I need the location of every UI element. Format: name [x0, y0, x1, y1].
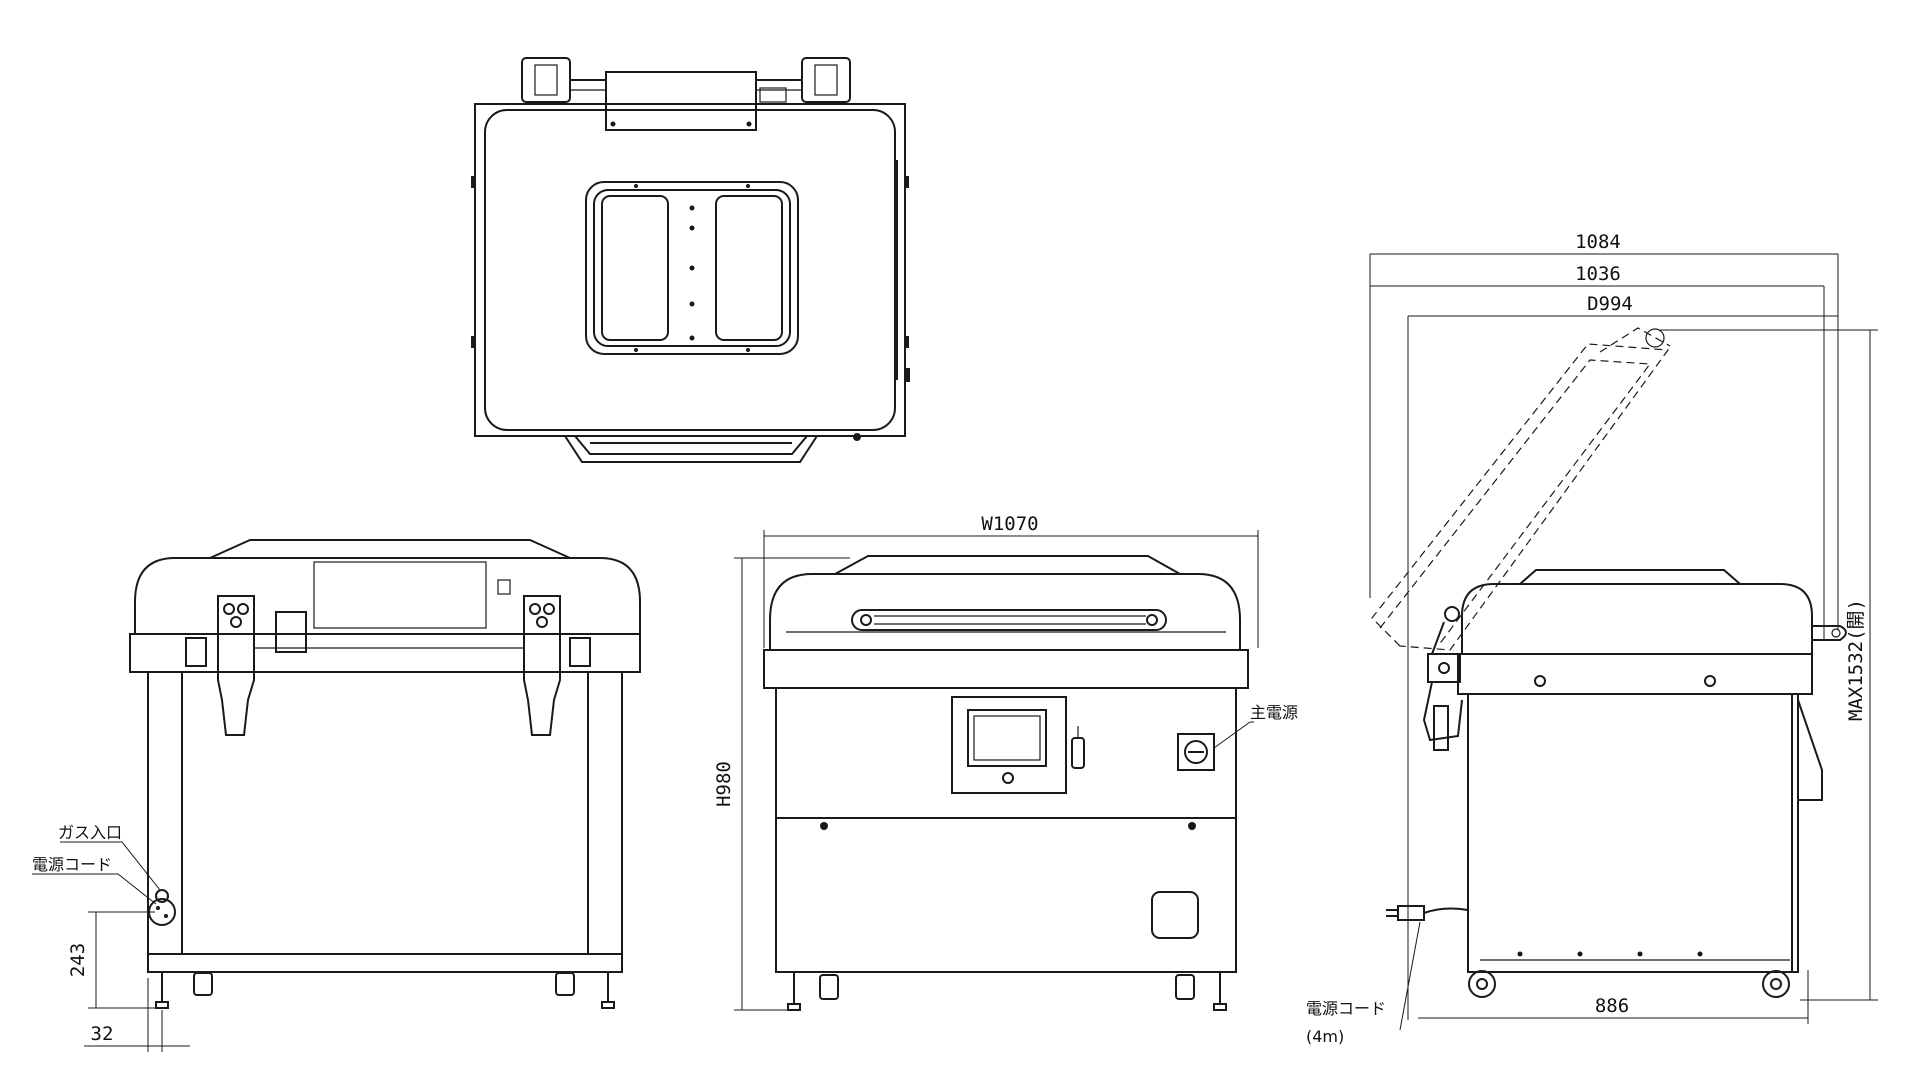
rear-hinge-arm-right: [523, 595, 561, 736]
gas-inlet-port: [155, 889, 169, 903]
side-lid: [1461, 583, 1813, 654]
rear-hinge-arm-left: [217, 595, 255, 736]
top-body-frame: [474, 103, 906, 437]
front-caster-right: [1175, 974, 1195, 1000]
dim-1036-label: 1036: [1575, 263, 1621, 285]
front-rim: [763, 649, 1249, 689]
front-lid: [769, 573, 1241, 650]
front-view: [734, 530, 1259, 1011]
rear-caster-right: [555, 972, 575, 996]
main-power-leader: [1213, 721, 1254, 749]
power-cord-leader: [32, 873, 157, 905]
side-lid-open: [1371, 343, 1670, 651]
side-hinge-block: [1427, 653, 1461, 683]
front-body: [775, 687, 1237, 973]
front-caster-left: [819, 974, 839, 1000]
side-caster-right: [1762, 970, 1790, 998]
rear-lid: [134, 557, 641, 634]
side-power-cord-leader: [1399, 921, 1421, 1031]
top-nameplate: [605, 71, 757, 131]
gas-inlet-leader: [60, 841, 161, 891]
dimension-labels: 1084 1036 D994 W1070 H980 MAX1532(開) 886…: [67, 231, 1867, 1045]
side-power-cord-length-label: (4m): [1306, 1027, 1344, 1046]
rear-caster-left: [193, 972, 213, 996]
dim-886-label: 886: [1595, 995, 1629, 1017]
top-view: [471, 57, 910, 463]
top-window-pane-right: [715, 195, 783, 341]
dim-d994-label: D994: [1587, 293, 1633, 315]
power-cord-label: 電源コード: [32, 855, 112, 874]
top-handle: [564, 435, 818, 463]
side-caster-left: [1468, 970, 1496, 998]
rear-body: [147, 671, 623, 973]
side-power-cord-label: 電源コード: [1306, 999, 1386, 1018]
side-power-plug: [1397, 905, 1425, 921]
top-window: [585, 181, 799, 355]
control-panel: [951, 696, 1067, 794]
dim-32-label: 32: [91, 1023, 114, 1045]
main-power-switch: [1177, 733, 1215, 771]
main-power-label: 主電源: [1250, 703, 1298, 722]
panel-button: [1002, 772, 1014, 784]
rear-nameplate: [313, 561, 487, 629]
dim-h980-label: H980: [713, 761, 735, 807]
dim-w1070-label: W1070: [981, 513, 1038, 535]
dim-1084-label: 1084: [1575, 231, 1621, 253]
vacuum-gauge: [1071, 737, 1085, 769]
side-view: [1369, 253, 1878, 1031]
top-lid: [484, 109, 896, 431]
top-window-pane-left: [601, 195, 669, 341]
dim-max1532-label: MAX1532(開): [1845, 599, 1867, 721]
gas-inlet-label: ガス入口: [58, 823, 122, 842]
side-rim: [1457, 653, 1813, 695]
dim-243-label: 243: [67, 943, 89, 977]
front-access-cover: [1151, 891, 1199, 939]
side-body: [1467, 693, 1799, 973]
touch-screen: [967, 709, 1047, 767]
rear-view: [32, 539, 641, 1052]
callout-labels: ガス入口 電源コード 主電源 電源コード (4m): [32, 703, 1386, 1046]
front-lid-handle: [851, 609, 1167, 631]
